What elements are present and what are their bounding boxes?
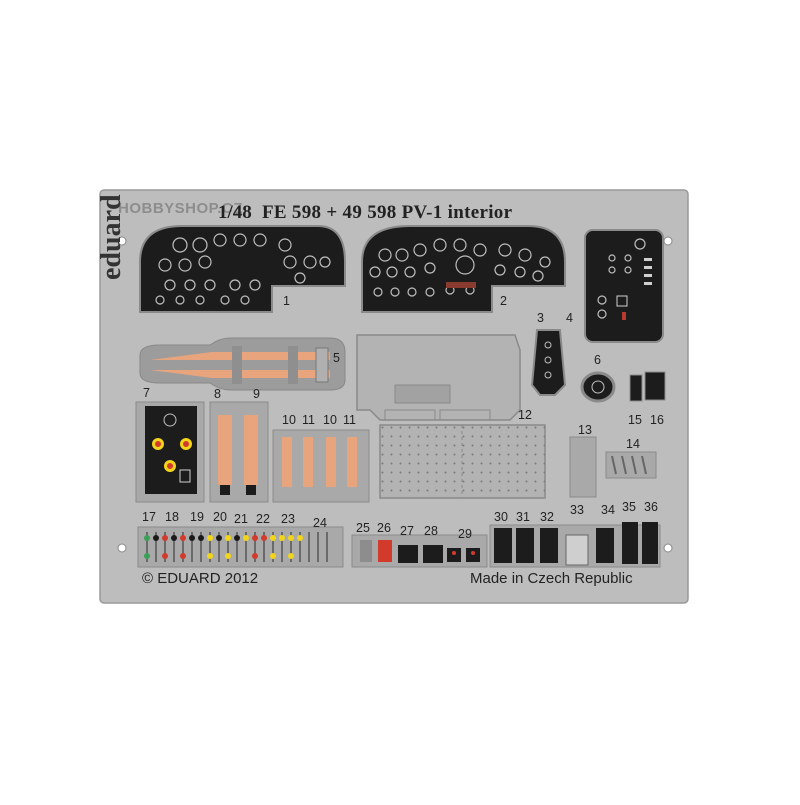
part-8-9-harness [209, 401, 269, 503]
brand-logo-text: eduard [96, 194, 127, 280]
part-number: 27 [400, 524, 414, 538]
part-number: 19 [190, 510, 204, 524]
part-number: 1 [283, 294, 290, 308]
part-number: 24 [313, 516, 327, 530]
part-number: 7 [143, 386, 150, 400]
part-12-floor-plate [356, 334, 546, 499]
part-number: 10 [323, 413, 337, 427]
part-number: 13 [578, 423, 592, 437]
part-number: 25 [356, 521, 370, 535]
part-number: 16 [650, 413, 664, 427]
part-number: 12 [518, 408, 532, 422]
part-number: 8 [214, 387, 221, 401]
part-number: 3 [537, 311, 544, 325]
part-number: 22 [256, 512, 270, 526]
part-number: 4 [566, 311, 573, 325]
part-number: 33 [570, 503, 584, 517]
parts-30-36-panels [489, 522, 661, 568]
part-number: 9 [253, 387, 260, 401]
part-number: 20 [213, 510, 227, 524]
part-number: 36 [644, 500, 658, 514]
part-number: 5 [333, 351, 340, 365]
part-4-side-panel [584, 229, 664, 343]
mounting-holes [117, 236, 673, 553]
copyright-text: © EDUARD 2012 [142, 570, 259, 587]
part-number: 29 [458, 527, 472, 541]
part-number: 6 [594, 353, 601, 367]
parts-25-29-boxes [351, 534, 488, 568]
part-1-instrument-panel [139, 225, 346, 313]
part-6-gauge [580, 371, 616, 403]
part-number: 30 [494, 510, 508, 524]
parts-17-24-switches [137, 526, 344, 568]
part-2-instrument-panel [361, 225, 566, 313]
part-number: 11 [302, 413, 315, 427]
part-number: 34 [601, 503, 615, 517]
part-number: 21 [234, 512, 248, 526]
part-3-panel [530, 329, 567, 396]
scale-label: 1/48 [218, 202, 252, 223]
part-15-16-boxes [629, 371, 666, 402]
part-number: 15 [628, 413, 642, 427]
part-number: 11 [343, 413, 356, 427]
part-number: 17 [142, 510, 156, 524]
part-13 [569, 436, 597, 498]
part-number: 18 [165, 510, 179, 524]
part-number: 28 [424, 524, 438, 538]
part-number: 10 [282, 413, 296, 427]
part-10-11-belts [272, 429, 370, 503]
part-number: 14 [626, 437, 640, 451]
watermark-text: HOBBYSHOP.CZ [118, 200, 243, 217]
origin-text: Made in Czech Republic [470, 570, 633, 587]
part-number: 35 [622, 500, 636, 514]
part-number: 2 [500, 294, 507, 308]
part-number: 23 [281, 512, 295, 526]
part-number: 31 [516, 510, 530, 524]
part-7-placard [135, 401, 205, 503]
part-5-belts [139, 337, 346, 391]
part-14 [605, 451, 657, 479]
fret-title: FE 598 + 49 598 PV-1 interior [262, 202, 513, 223]
part-number: 26 [377, 521, 391, 535]
part-number: 32 [540, 510, 554, 524]
